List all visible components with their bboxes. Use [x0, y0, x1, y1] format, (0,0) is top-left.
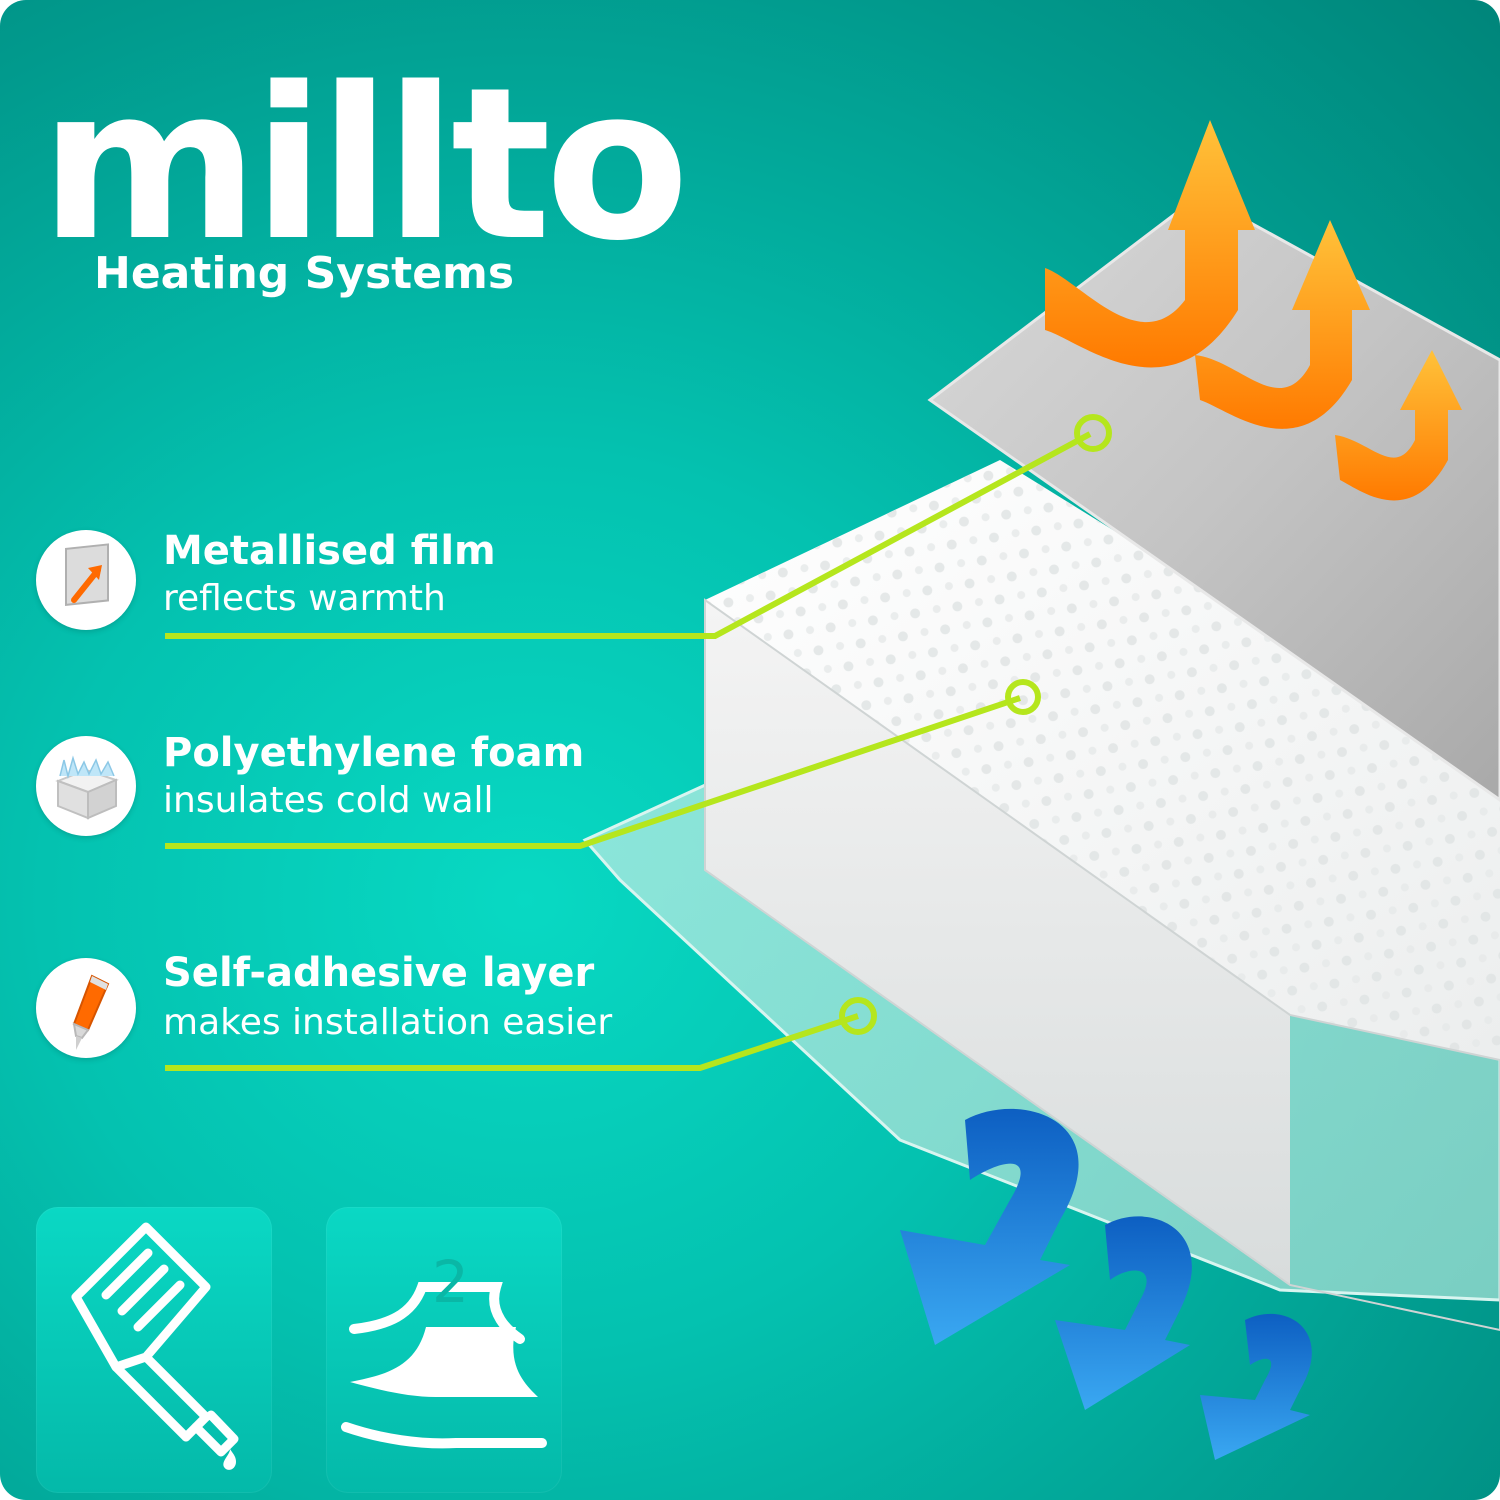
feature-desc-adhesive: makes installation easier — [163, 1002, 613, 1043]
callout-lines — [165, 431, 1092, 1071]
feature-desc-foam: insulates cold wall — [163, 780, 494, 821]
glue-bottle-badge — [36, 1207, 272, 1493]
foam-side — [705, 600, 1290, 1285]
two-layers-badge: 2 — [326, 1207, 562, 1493]
glue-tube-icon — [36, 958, 136, 1058]
layers-count: 2 — [432, 1248, 469, 1316]
cold-arrows-icon — [900, 1108, 1312, 1460]
metallised-film — [927, 193, 1500, 802]
glue-bottle-icon — [71, 1222, 239, 1470]
callout-point-film — [1074, 414, 1112, 452]
brand-tagline: Heating Systems — [94, 248, 515, 299]
two-layers-icon: 2 — [341, 1248, 547, 1449]
callout-point-adhesive — [839, 997, 877, 1035]
reflect-arrow-icon — [36, 530, 136, 630]
frozen-cube-icon — [36, 736, 136, 836]
brand-logo: millto — [40, 42, 689, 287]
feature-title-foam: Polyethylene foam — [163, 730, 585, 776]
callout-point-foam — [1005, 679, 1041, 715]
warm-arrows-icon — [1045, 120, 1462, 501]
feature-title-adhesive: Self-adhesive layer — [163, 950, 595, 996]
feature-title-film: Metallised film — [163, 528, 496, 574]
feature-desc-film: reflects warmth — [163, 578, 446, 619]
